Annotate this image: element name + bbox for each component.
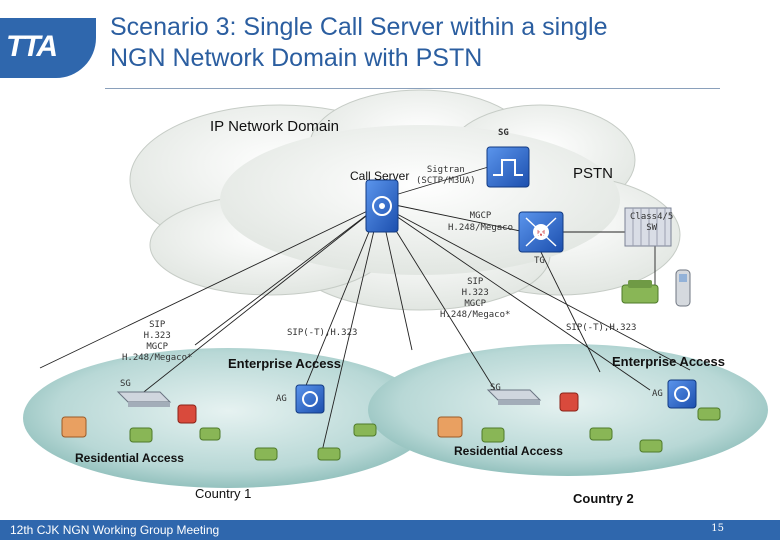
left-sip-label: SIP(-T),H.323 [287, 328, 358, 338]
country-2-label: Country 2 [573, 491, 634, 506]
title-line-1: Scenario 3: Single Call Server within a … [110, 13, 608, 41]
residential-access-left-label: Residential Access [75, 451, 184, 465]
pstn-label: PSTN [573, 165, 614, 182]
sg-left-label: SG [120, 379, 131, 389]
svg-text:M: M [537, 228, 545, 239]
sg-right-device [486, 389, 542, 405]
sg-right-label: SG [490, 383, 501, 393]
mobile-phone-icon [675, 269, 691, 307]
call-server-label: Call Server [350, 169, 410, 183]
enterprise-access-right-label: Enterprise Access [612, 354, 725, 369]
left-region-terminals [61, 404, 377, 461]
tg-device: M [518, 211, 564, 253]
footer-bar: 12th CJK NGN Working Group Meeting 15 [0, 520, 780, 540]
ag-right-device [667, 379, 697, 409]
ip-domain-label: IP Network Domain [210, 118, 339, 135]
residential-access-right-label: Residential Access [454, 444, 563, 458]
meeting-text: 12th CJK NGN Working Group Meeting [10, 523, 220, 537]
ag-left-device [295, 384, 325, 414]
pstn-phone-icon [621, 280, 659, 304]
left-protocols-label: SIP H.323 MGCP H.248/Megaco* [122, 320, 193, 363]
enterprise-access-left-label: Enterprise Access [228, 356, 341, 371]
tta-logo: TTA [0, 18, 96, 78]
ag-right-label: AG [652, 389, 663, 399]
right-region-terminals [437, 392, 721, 453]
connection-lines [39, 164, 691, 461]
sg-left-device [116, 391, 172, 407]
logo-text: TTA [6, 30, 58, 63]
ag-left-label: AG [276, 394, 287, 404]
title-divider [105, 88, 720, 89]
class-switch-label: Class4/5 SW [630, 212, 674, 233]
right-sip-label: SIP(-T),H.323 [566, 323, 637, 333]
class-switch-device [624, 207, 672, 247]
country-1-label: Country 1 [195, 486, 252, 501]
sigtran-label: Sigtran (SCTP/M3UA) [416, 165, 476, 186]
center-protocols-label: SIP H.323 MGCP H.248/Megaco* [440, 277, 511, 320]
slide-title: Scenario 3: Single Call Server within a … [110, 12, 710, 74]
sg-top-label: SG [498, 128, 509, 138]
title-line-2: NGN Network Domain with PSTN [110, 44, 483, 72]
page-number: 15 [711, 523, 724, 534]
tg-label: TG [534, 256, 545, 266]
sg-top-device [486, 146, 530, 188]
mgcp-label: MGCP H.248/Megaco [448, 211, 514, 233]
call-server-device [365, 179, 399, 233]
